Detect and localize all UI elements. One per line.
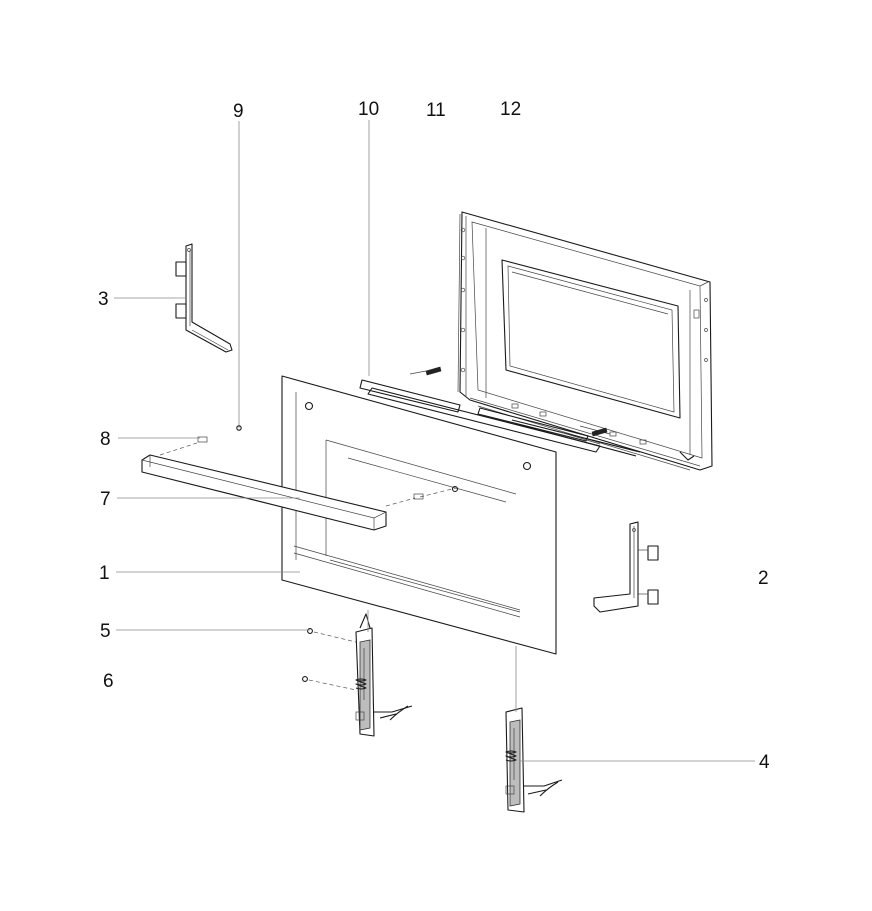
door-hinge-left (355, 613, 413, 737)
callout-labels: 9 10 11 12 3 8 7 1 2 5 6 4 (98, 99, 770, 773)
hinge-bracket-right (593, 521, 659, 613)
door-handle (141, 436, 459, 531)
callout-11: 11 (426, 100, 446, 121)
hinge-bracket-left (175, 243, 233, 353)
callout-9: 9 (233, 101, 244, 122)
callout-10: 10 (358, 99, 379, 120)
outer-glass-panel (281, 375, 557, 655)
callout-1: 1 (99, 563, 110, 584)
callout-4: 4 (759, 752, 770, 773)
callout-3: 3 (98, 289, 109, 310)
callout-7: 7 (100, 489, 111, 510)
leader-lines (114, 120, 755, 762)
door-hinge-right (505, 707, 563, 813)
strip-screws (409, 366, 608, 437)
glass-guide-strips (359, 379, 641, 457)
callout-6: 6 (103, 671, 114, 692)
inner-door-frame (457, 211, 713, 471)
callout-8: 8 (100, 429, 111, 450)
callout-5: 5 (100, 621, 111, 642)
hinge-screws (302, 628, 357, 691)
callout-2: 2 (758, 568, 769, 589)
callout-12: 12 (500, 99, 521, 120)
